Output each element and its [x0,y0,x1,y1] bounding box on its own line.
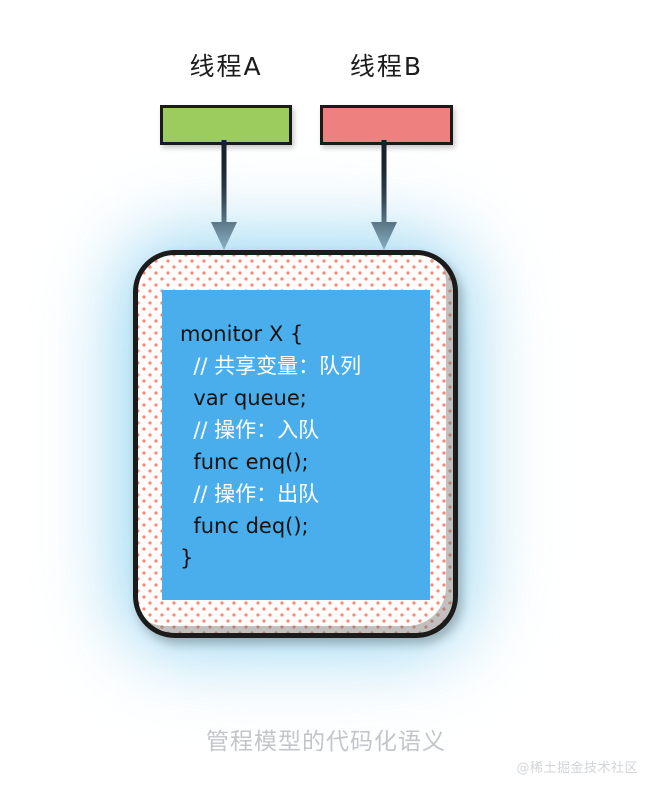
code-line: // 操作：出队 [180,482,320,506]
code-line: func enq(); [180,450,309,474]
code-line: var queue; [180,386,307,410]
code-line: // 共享变量：队列 [180,354,362,378]
monitor-code-panel: monitor X { // 共享变量：队列 var queue; // 操作：… [162,290,430,600]
thread-b-label: 线程B [349,52,424,81]
thread-a-box [160,105,292,145]
thread-b-box [320,105,453,145]
code-line: } [180,546,194,570]
thread-a-label: 线程A [189,52,263,81]
diagram-caption: 管程模型的代码化语义 [206,729,446,755]
code-line: monitor X { [180,322,304,346]
watermark: @稀土掘金技术社区 [516,761,638,776]
code-line: // 操作：入队 [180,418,320,442]
code-line: func deq(); [180,514,309,538]
